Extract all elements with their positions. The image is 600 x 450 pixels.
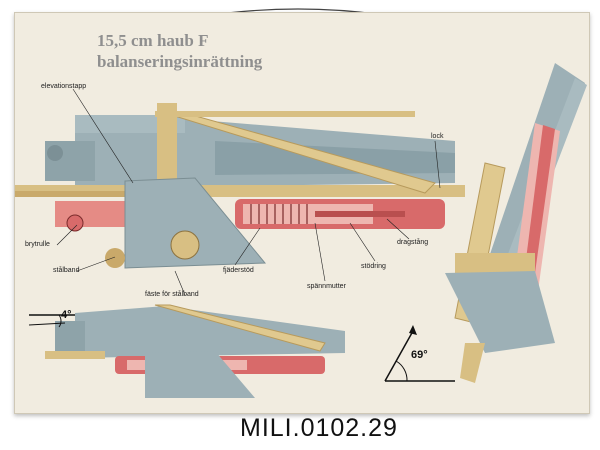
upper-rod [155,111,415,117]
title-line-1: 15,5 cm haub F [97,31,209,50]
label-spannmutter: spännmutter [307,283,346,290]
gear-sector [105,248,125,268]
title-line-2: balanseringsinrättning [97,52,263,71]
label-fjaderstod: fjäderstöd [223,267,254,274]
label-lock: lock [431,133,444,140]
small-view-body [75,306,345,358]
diagram-board: 15,5 cm haub F balanseringsinrättning el… [14,12,590,414]
catalog-number: MILI.0102.29 [240,414,398,442]
label-dragstang: dragstång [397,239,429,246]
label-stalband: stålband [53,267,80,274]
angle-label-high: 69° [411,349,428,361]
label-brytrulle: brytrulle [25,241,50,248]
brytrulle-housing [55,201,125,227]
label-faste-for-stalband: fäste för stålband [145,291,199,298]
carriage-side-plate [124,177,267,269]
angle-label-low: 4° [61,309,72,321]
label-stodring: stödring [361,263,386,270]
howitzer-artwork [15,63,587,398]
label-elevationstapp: elevationstapp [41,83,87,90]
